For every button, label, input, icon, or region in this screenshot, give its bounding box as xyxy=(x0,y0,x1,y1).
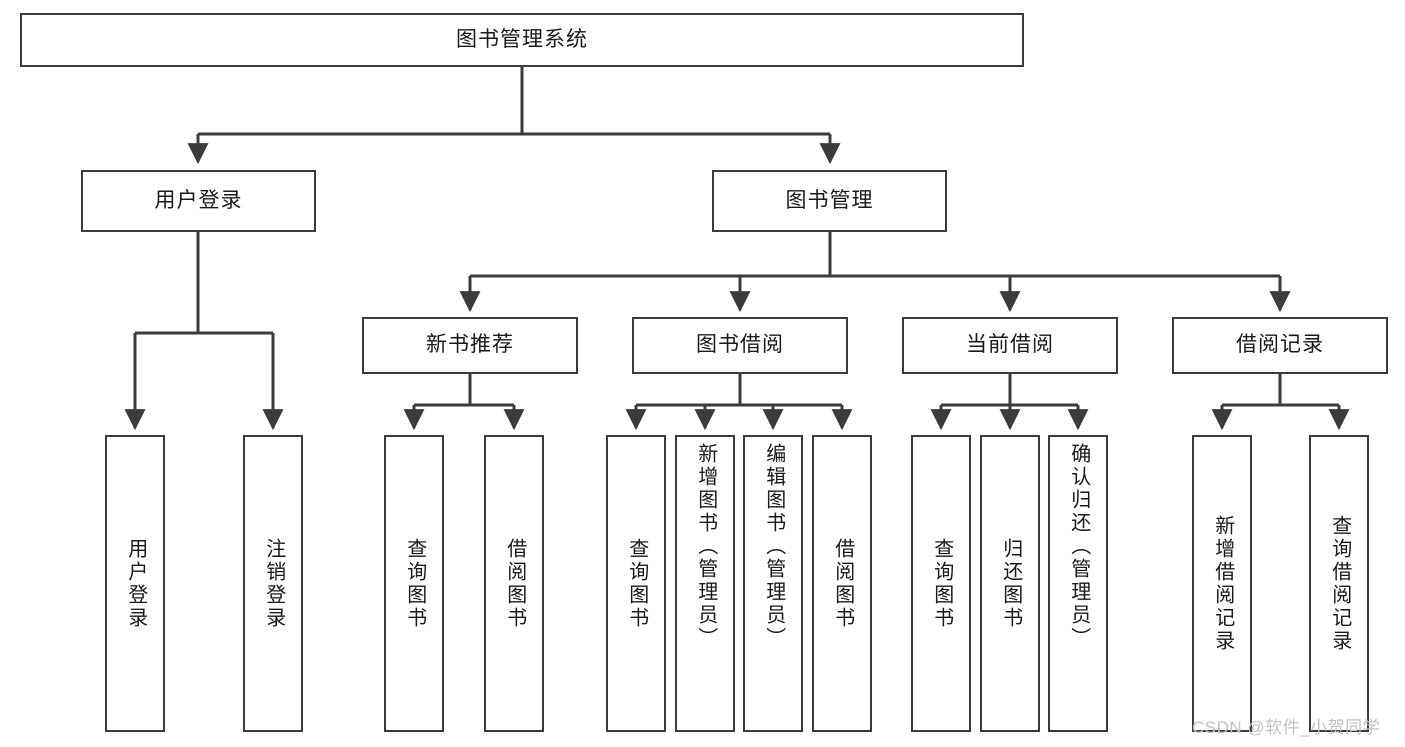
node-root[interactable]: 图书管理系统 xyxy=(20,13,1024,67)
node-current-borrow-label: 当前借阅 xyxy=(966,333,1054,357)
node-new-book-recommend-label: 新书推荐 xyxy=(426,333,514,357)
leaf-label: 查询图书 xyxy=(625,537,648,630)
leaf-label: 借阅图书 xyxy=(831,537,854,630)
leaf-label: 查询图书 xyxy=(930,537,953,630)
leaf-label: 新增图书（管理员） xyxy=(694,443,717,650)
node-current-borrow[interactable]: 当前借阅 xyxy=(902,317,1118,374)
leaf-user-login-logout[interactable]: 注销登录 xyxy=(243,435,303,732)
leaf-label: 归还图书 xyxy=(999,537,1022,630)
node-book-borrow[interactable]: 图书借阅 xyxy=(632,317,848,374)
node-book-management[interactable]: 图书管理 xyxy=(712,170,947,232)
leaf-label: 编辑图书（管理员） xyxy=(762,443,785,650)
leaf-current-return-book[interactable]: 归还图书 xyxy=(980,435,1040,732)
leaf-label: 注销登录 xyxy=(262,537,285,630)
leaf-borrow-query-book[interactable]: 查询图书 xyxy=(606,435,666,732)
node-borrow-record[interactable]: 借阅记录 xyxy=(1172,317,1388,374)
node-borrow-record-label: 借阅记录 xyxy=(1236,333,1324,357)
leaf-borrow-borrow-book[interactable]: 借阅图书 xyxy=(812,435,872,732)
leaf-borrow-edit-book[interactable]: 编辑图书（管理员） xyxy=(743,435,803,732)
leaf-record-add-record[interactable]: 新增借阅记录 xyxy=(1192,435,1252,732)
leaf-label: 查询借阅记录 xyxy=(1328,514,1351,653)
node-book-management-label: 图书管理 xyxy=(785,188,874,212)
node-user-login[interactable]: 用户登录 xyxy=(81,170,316,232)
node-user-login-label: 用户登录 xyxy=(154,188,243,212)
leaf-record-query-record[interactable]: 查询借阅记录 xyxy=(1309,435,1369,732)
leaf-recommend-query-book[interactable]: 查询图书 xyxy=(384,435,444,732)
node-new-book-recommend[interactable]: 新书推荐 xyxy=(362,317,578,374)
leaf-label: 新增借阅记录 xyxy=(1211,514,1234,653)
leaf-current-confirm-return[interactable]: 确认归还（管理员） xyxy=(1048,435,1108,732)
leaf-label: 借阅图书 xyxy=(503,537,526,630)
node-root-label: 图书管理系统 xyxy=(456,27,588,51)
csdn-watermark: CSDN @软件_小贺同学 xyxy=(1192,718,1381,737)
leaf-user-login-login[interactable]: 用户登录 xyxy=(105,435,165,732)
leaf-borrow-add-book[interactable]: 新增图书（管理员） xyxy=(675,435,735,732)
leaf-label: 确认归还（管理员） xyxy=(1067,443,1090,650)
leaf-recommend-borrow-book[interactable]: 借阅图书 xyxy=(484,435,544,732)
leaf-label: 查询图书 xyxy=(403,537,426,630)
leaf-current-query-book[interactable]: 查询图书 xyxy=(911,435,971,732)
leaf-label: 用户登录 xyxy=(124,537,147,630)
node-book-borrow-label: 图书借阅 xyxy=(696,333,784,357)
